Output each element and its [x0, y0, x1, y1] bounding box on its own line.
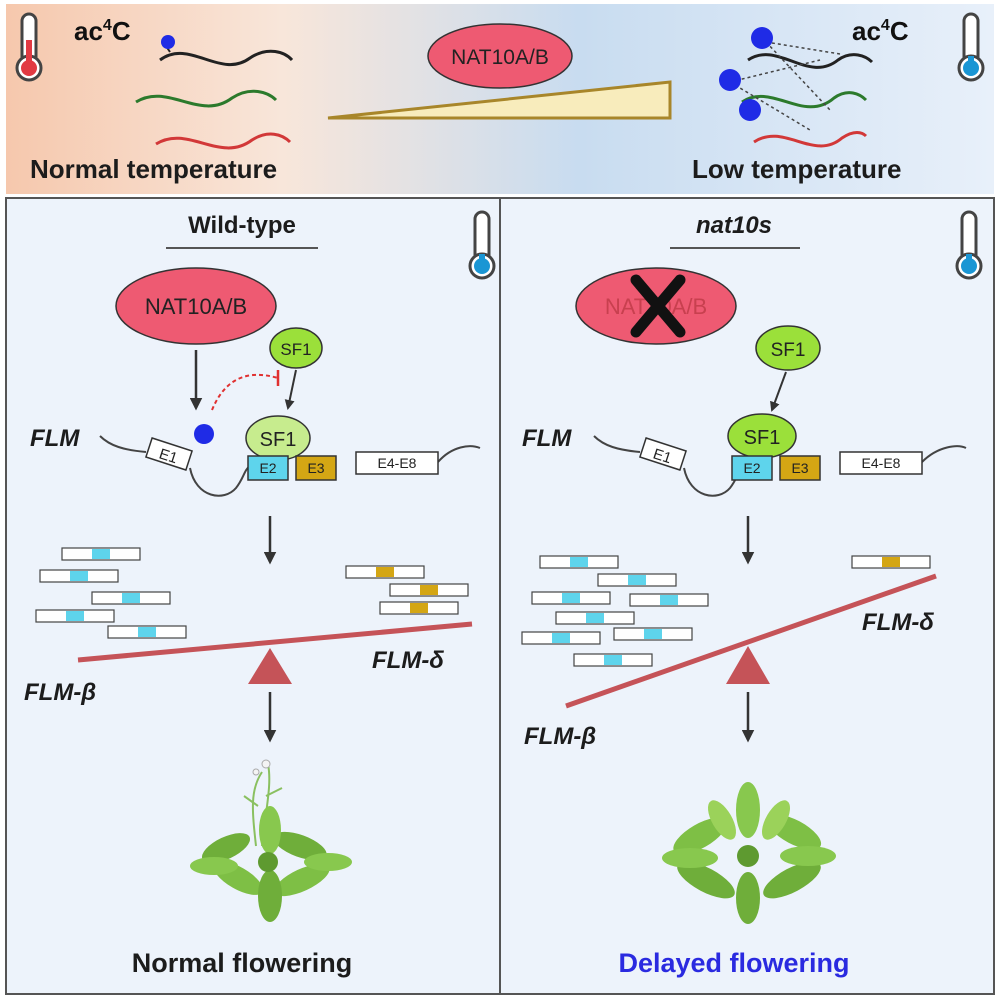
- rosette-plant-icon: [662, 782, 836, 924]
- gene-label: FLM: [522, 425, 572, 452]
- sf1-protein: SF1: [755, 325, 821, 371]
- sf1-protein: SF1: [269, 327, 323, 369]
- sf1-label: SF1: [280, 340, 311, 359]
- rna-strands-low: [719, 27, 874, 148]
- exon-e1: E1: [144, 437, 194, 471]
- outcome-label: Delayed flowering: [618, 948, 849, 978]
- normal-temperature-label: Normal temperature: [30, 154, 277, 184]
- pre-mrna-line: [99, 435, 147, 453]
- exon-label: E4-E8: [862, 455, 901, 471]
- low-temperature-label: Low temperature: [692, 154, 902, 184]
- rna-strand: [135, 89, 278, 108]
- sf1-bound: SF1: [727, 413, 797, 459]
- ac4c-mark: [719, 69, 741, 91]
- flowering-plant-icon: [190, 759, 352, 922]
- outcome-label: Normal flowering: [132, 948, 353, 978]
- ac4c-mark: [194, 424, 214, 444]
- ac4c-mark: [751, 27, 773, 49]
- exon-e4-e8: E4-E8: [839, 451, 923, 475]
- rna-strand: [155, 132, 292, 150]
- ac4c-label-left: ac4C: [74, 16, 131, 46]
- exon-e4-e8: E4-E8: [355, 451, 439, 475]
- sf1-bound: SF1: [245, 415, 311, 461]
- flm-beta-transcripts: [35, 547, 187, 639]
- flm-delta-transcripts: [851, 555, 931, 569]
- exon-e2: E2: [731, 455, 773, 481]
- enzyme-knockout: NAT10A/B: [575, 267, 737, 345]
- enzyme: NAT10A/B: [115, 267, 277, 345]
- knockout-x-icon: [630, 274, 686, 338]
- sf1-label: SF1: [744, 427, 781, 449]
- sf1-label: SF1: [771, 340, 806, 361]
- panel-title: Wild-type: [188, 212, 296, 239]
- exon-label: E1: [157, 445, 180, 467]
- exon-e1: E1: [638, 437, 688, 471]
- thermometer-cold-icon: [957, 12, 985, 82]
- exon-label: E1: [651, 445, 674, 467]
- exon-label: E2: [743, 460, 760, 476]
- seesaw-fulcrum: [726, 646, 770, 684]
- seesaw-beam: [565, 573, 937, 709]
- flm-beta-label: FLM-β: [524, 723, 596, 750]
- inhibition-arrow: [211, 373, 279, 411]
- ac4c-mark: [739, 99, 761, 121]
- exon-label: E3: [791, 460, 808, 476]
- flm-delta-transcripts: [345, 565, 469, 615]
- rna-strand: [159, 49, 294, 66]
- enzyme-label: NAT10A/B: [451, 46, 549, 69]
- flm-beta-transcripts: [521, 555, 709, 667]
- flm-beta-label: FLM-β: [24, 679, 96, 706]
- thermometer-warm-icon: [15, 12, 43, 82]
- exon-e2: E2: [247, 455, 289, 481]
- arrow: [284, 369, 297, 410]
- thermometer-cold-icon: [955, 210, 983, 280]
- seesaw-fulcrum: [248, 648, 292, 684]
- enzyme-label: NAT10A/B: [145, 294, 247, 319]
- top-banner: ac4C NAT10A/B ac4C: [6, 4, 994, 194]
- exon-label: E4-E8: [378, 455, 417, 471]
- flm-delta-label: FLM-δ: [372, 647, 444, 674]
- rna-strand: [741, 91, 868, 109]
- exon-e3: E3: [295, 455, 337, 481]
- rna-strand: [747, 53, 874, 69]
- panel-wild-type: Wild-type NAT10A/B SF1 FLM E1: [5, 197, 501, 995]
- exon-e3: E3: [779, 455, 821, 481]
- level-increase-wedge: [327, 80, 672, 120]
- seesaw-beam: [77, 621, 473, 663]
- thermometer-cold-icon: [468, 210, 496, 280]
- rna-strands-normal: [135, 35, 294, 150]
- arrow: [770, 371, 787, 412]
- flm-delta-label: FLM-δ: [862, 609, 934, 636]
- sf1-label: SF1: [260, 429, 297, 451]
- ac4c-mark: [161, 35, 175, 49]
- panel-nat10s: nat10s NAT10A/B SF1 FLM E1 SF1: [499, 197, 995, 995]
- gene-label: FLM: [30, 425, 80, 452]
- enzyme-top: NAT10A/B: [427, 23, 573, 89]
- ac4c-label-right: ac4C: [852, 16, 909, 46]
- exon-label: E3: [307, 460, 324, 476]
- pre-mrna-line: [593, 435, 641, 453]
- rna-strand: [753, 131, 868, 148]
- exon-label: E2: [259, 460, 276, 476]
- panel-title: nat10s: [696, 212, 772, 239]
